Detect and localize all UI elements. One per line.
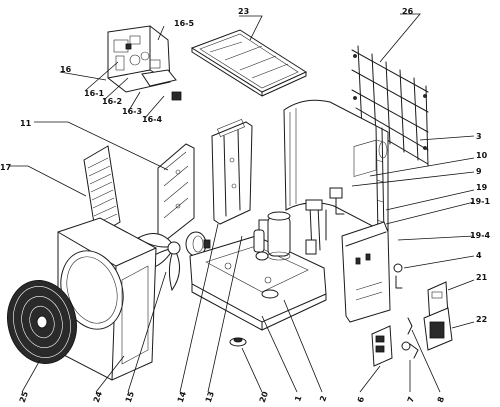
valve-assembly bbox=[305, 187, 345, 255]
control-box-assembly bbox=[107, 25, 182, 101]
condenser-coil bbox=[283, 99, 389, 237]
callout-23: 21 bbox=[476, 273, 488, 282]
side-panel bbox=[341, 139, 391, 323]
callout-19: 19 bbox=[476, 183, 488, 192]
callout-16-2: 16-2 bbox=[102, 97, 122, 106]
callout-21: 25 bbox=[18, 390, 30, 404]
callout-2: 2 bbox=[318, 395, 328, 403]
callout-14: 14 bbox=[176, 390, 188, 404]
callout-13: 13 bbox=[204, 390, 216, 404]
terminal-block bbox=[371, 325, 393, 367]
fan-guard bbox=[7, 280, 77, 364]
callout-25: 20 bbox=[258, 390, 270, 404]
callout-10: 10 bbox=[476, 151, 488, 160]
callout-16-3: 16-3 bbox=[122, 107, 142, 116]
callout-17: 17 bbox=[0, 163, 11, 172]
leader-lines bbox=[10, 13, 475, 393]
callout-labels: 16-5 16 16-1 16-2 16-3 16-4 23 26 3 10 9… bbox=[0, 7, 490, 404]
callout-19-4: 19-4 bbox=[470, 231, 490, 240]
partition-panel bbox=[157, 143, 195, 241]
callout-6: 6 bbox=[356, 395, 367, 404]
callout-15: 15 bbox=[124, 390, 136, 404]
callout-7: 7 bbox=[406, 395, 416, 403]
callout-3: 3 bbox=[476, 132, 482, 141]
sensor-parts bbox=[401, 317, 419, 359]
callout-22: 23 bbox=[238, 7, 249, 16]
callout-20: 24 bbox=[92, 390, 104, 404]
callout-16-1: 16-1 bbox=[84, 89, 104, 98]
rear-grille bbox=[351, 45, 429, 167]
top-cover bbox=[190, 29, 308, 97]
callout-16-4: 16-4 bbox=[142, 115, 162, 124]
callout-11: 11 bbox=[20, 119, 32, 128]
motor-bracket bbox=[211, 119, 253, 225]
callout-4: 4 bbox=[476, 251, 482, 260]
callout-26: 26 bbox=[402, 7, 414, 16]
callout-16: 16 bbox=[60, 65, 72, 74]
side-grille-panel bbox=[83, 145, 121, 237]
base-pan bbox=[189, 235, 327, 331]
drain-fitting bbox=[229, 337, 247, 347]
callout-8: 8 bbox=[436, 395, 447, 404]
callout-9: 9 bbox=[476, 167, 482, 176]
callout-19-1: 19-1 bbox=[470, 197, 490, 206]
callout-16-5: 16-5 bbox=[174, 19, 194, 28]
terminal-cover bbox=[423, 307, 453, 351]
callout-1: 1 bbox=[293, 394, 304, 403]
clip-part bbox=[393, 263, 403, 289]
callout-24: 22 bbox=[476, 315, 487, 324]
compressor bbox=[253, 211, 291, 261]
